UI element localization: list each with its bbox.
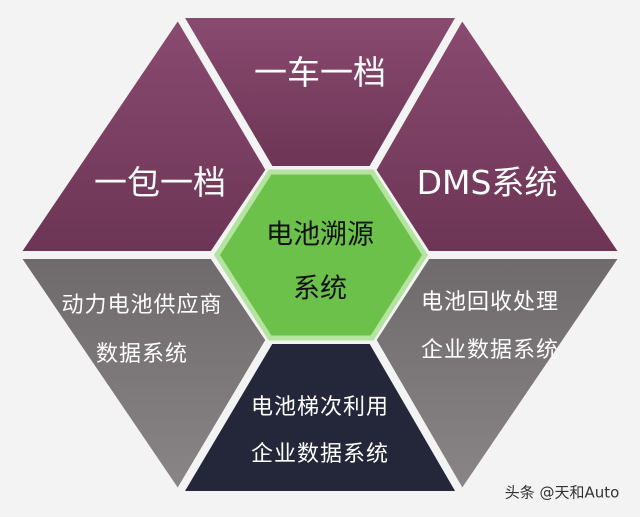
label-lower-right-line2: 企业数据系统 [420, 338, 560, 363]
label-lower-right-line1: 电池回收处理 [420, 290, 560, 315]
label-lower-left-line1: 动力电池供应商 [61, 293, 223, 318]
label-bottom-line1: 电池梯次利用 [250, 395, 390, 420]
label-bottom-line2: 企业数据系统 [250, 442, 390, 467]
center-hexagon [214, 169, 428, 341]
watermark: 头条 @天和Auto [504, 483, 620, 502]
label-lower-left-line2: 数据系统 [95, 342, 189, 367]
label-upper-left: 一包一档 [94, 163, 226, 202]
center-label-line2: 系统 [293, 273, 347, 305]
label-upper-right: DMS系统 [416, 163, 558, 202]
center-label-line1: 电池溯源 [266, 219, 374, 251]
label-top: 一车一档 [254, 53, 386, 92]
